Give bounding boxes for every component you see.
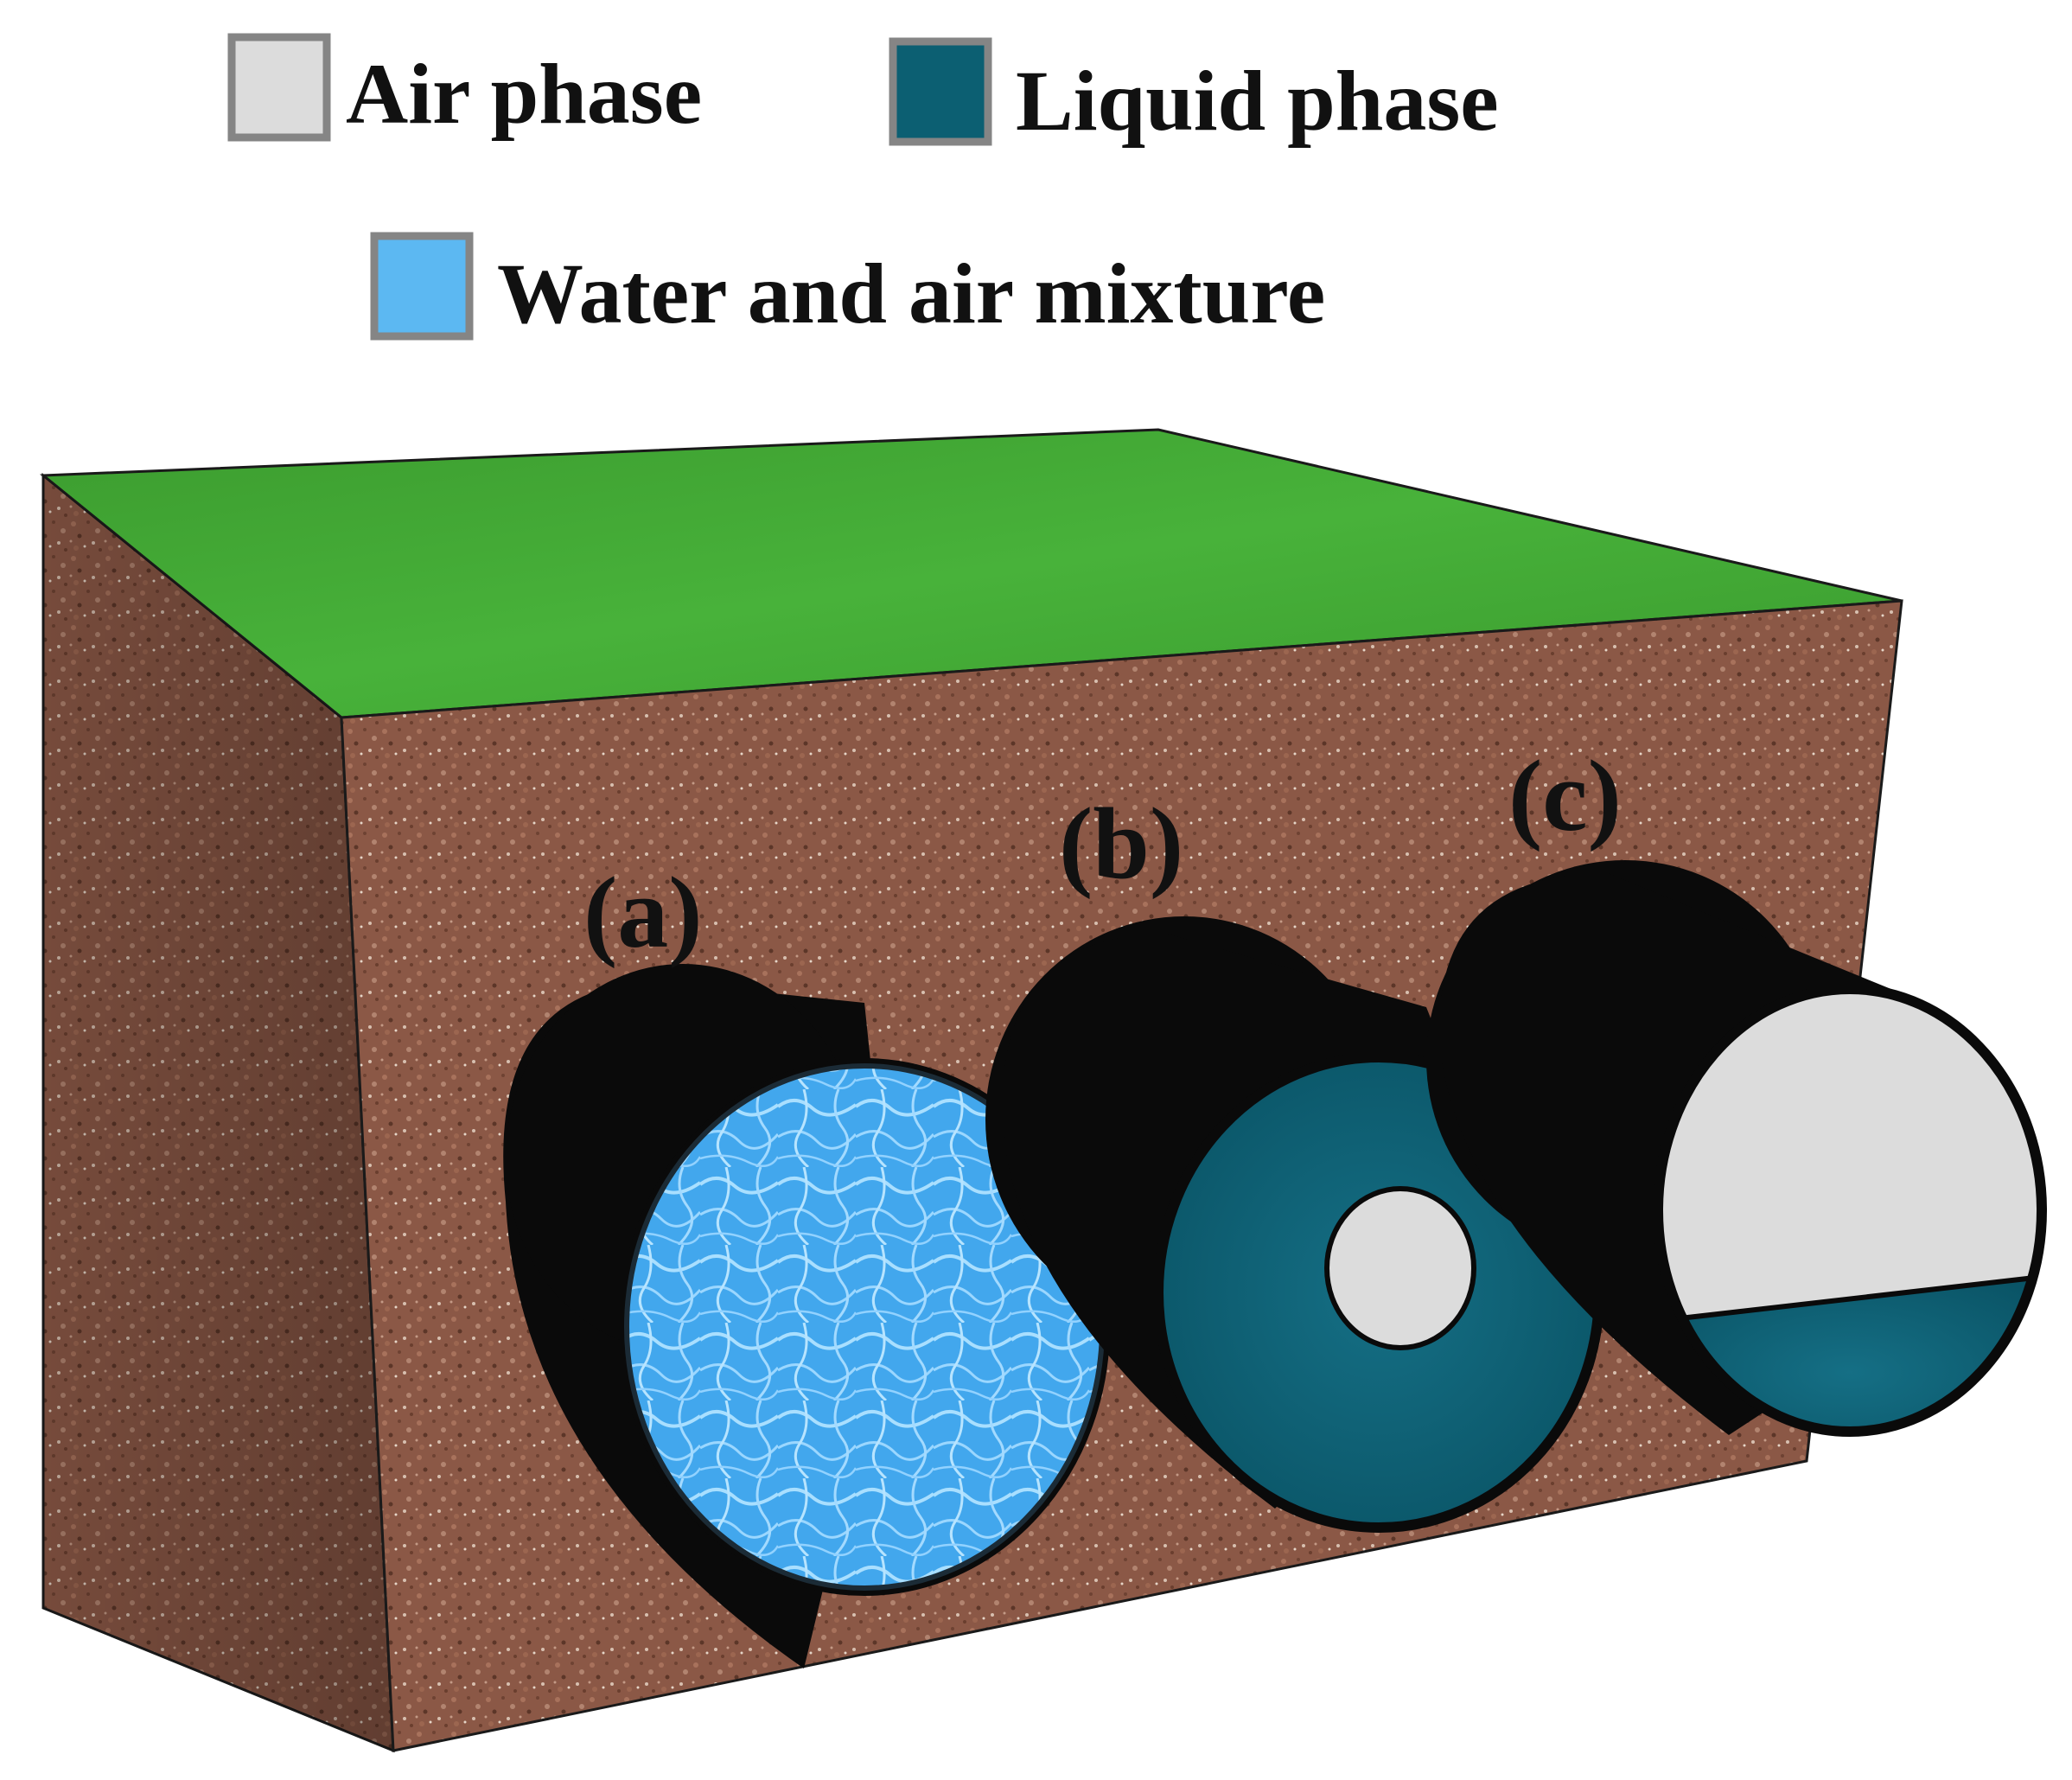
pipe-a-highlight [624, 1063, 1105, 1591]
pipe-a [503, 964, 1110, 1668]
pipe-c-rim [1653, 984, 2047, 1437]
pipe-c [1426, 860, 2047, 1437]
soil-left-shade [43, 475, 393, 1751]
pipe-c-cross-section [1658, 989, 2042, 1432]
legend-item-water-air-mixture: Water and air mixture [370, 232, 1325, 341]
legend: Air phase Liquid phase Water and air mix… [227, 33, 1499, 341]
pipe-b-air-core [1324, 1186, 1476, 1350]
pipe-c-interface [1658, 1273, 2042, 1325]
liquid-phase-swatch [889, 37, 992, 146]
air-phase-swatch [227, 33, 331, 142]
air-phase-label: Air phase [346, 46, 702, 142]
liquid-phase-label: Liquid phase [1016, 53, 1499, 149]
pipe-b-label: (b) [1059, 787, 1183, 900]
water-air-mixture-label: Water and air mixture [497, 246, 1325, 341]
legend-item-liquid-phase: Liquid phase [889, 37, 1499, 149]
water-air-mixture-swatch [370, 232, 474, 341]
pipe-a-label: (a) [583, 856, 703, 969]
legend-item-air-phase: Air phase [227, 33, 702, 142]
pipe-c-label: (c) [1508, 739, 1622, 852]
